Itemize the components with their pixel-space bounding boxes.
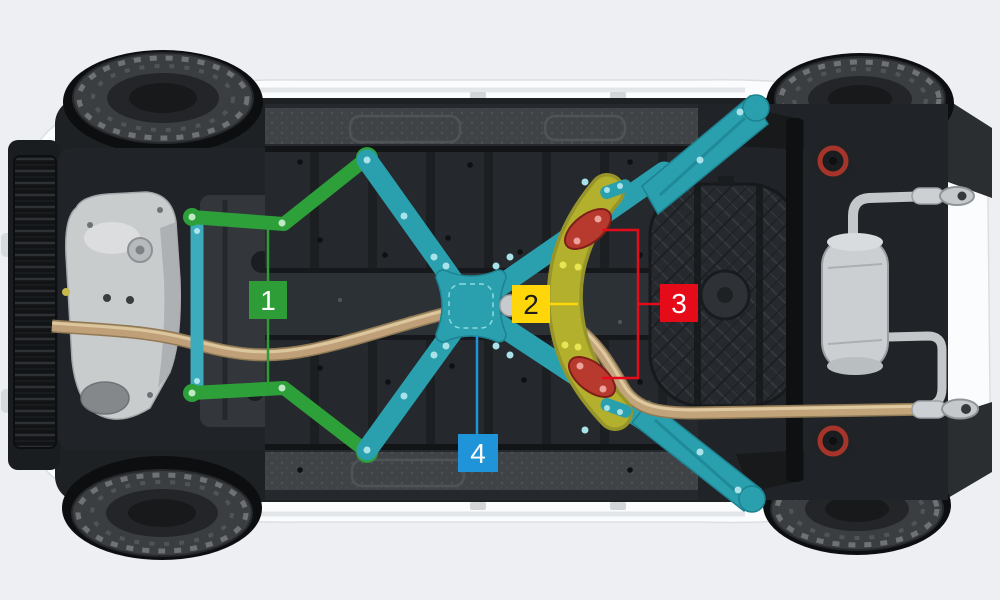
callout-4-number: 4 [470,438,486,469]
rear-axle [736,108,853,492]
callout-2-box [512,285,550,323]
tailpipe-tip-upper [939,186,975,206]
callout-4-box [458,434,498,472]
callout-1-number: 1 [260,285,276,316]
callout-2-number: 2 [523,289,539,320]
wheel-front-lower [71,469,253,557]
callout-3: 3 [602,228,698,380]
muffler [821,235,889,373]
radiator [13,155,57,449]
brake-drum [813,141,853,181]
tailpipe-tip-lower [941,398,979,420]
muffler-assembly [821,186,979,420]
callouts: 1 2 3 4 [249,225,698,472]
callout-1: 1 [249,225,287,388]
engine-transmission [62,191,182,420]
exhaust-front-pipe [51,301,470,362]
callout-3-box [660,284,698,322]
callout-1-box [249,281,287,319]
x-brace-hub [435,269,507,343]
brake-drum [813,421,853,461]
callout-2: 2 [512,285,578,323]
rear-bumper-corner [948,100,992,198]
callout-4: 4 [458,336,498,472]
callout-3-leader [602,228,660,380]
rear-bumper-corner [948,402,992,498]
callout-3-number: 3 [671,288,687,319]
wheel-front-upper [72,52,254,144]
